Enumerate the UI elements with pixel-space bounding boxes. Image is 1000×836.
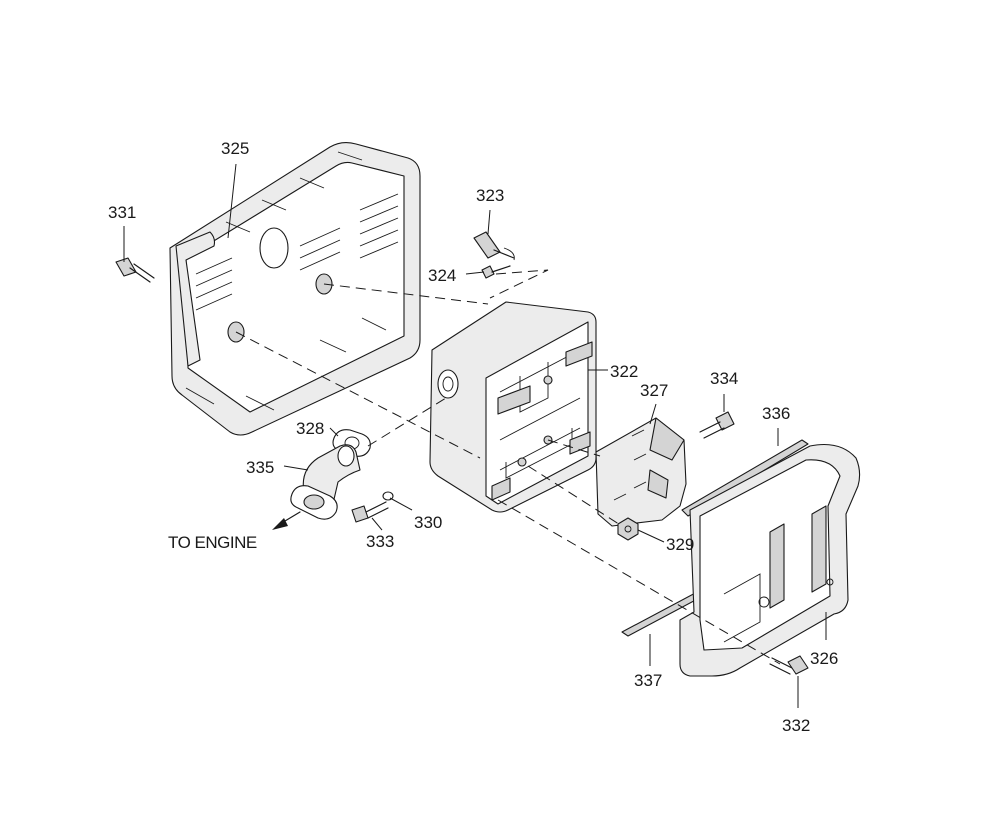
muffler-cover-325 (169, 141, 421, 436)
label-327: 327 (640, 381, 668, 400)
label-330: 330 (414, 513, 442, 532)
label-333: 333 (366, 532, 394, 551)
label-336: 336 (762, 404, 790, 423)
label-324: 324 (428, 266, 456, 285)
leader-lines (123, 163, 827, 708)
bolt-332 (769, 655, 809, 675)
assembly-lines (235, 269, 781, 665)
to-engine-label: TO ENGINE (168, 533, 257, 552)
bracket-327 (595, 417, 687, 527)
label-337: 337 (634, 671, 662, 690)
label-323: 323 (476, 186, 504, 205)
label-335: 335 (246, 458, 274, 477)
bolt-333 (351, 501, 389, 523)
spark-arrester-323 (473, 231, 515, 261)
screw-331 (115, 257, 155, 283)
label-328: 328 (296, 419, 324, 438)
to-engine-arrow (272, 511, 301, 530)
screw-324 (481, 265, 511, 279)
label-326: 326 (810, 649, 838, 668)
exhaust-pipe-335 (290, 444, 361, 520)
label-322: 322 (610, 362, 638, 381)
label-329: 329 (666, 535, 694, 554)
heat-shield-326 (679, 443, 861, 677)
muffler-body-322 (429, 301, 597, 513)
label-325: 325 (221, 139, 249, 158)
label-332: 332 (782, 716, 810, 735)
label-334: 334 (710, 369, 738, 388)
label-331: 331 (108, 203, 136, 222)
bolt-334 (699, 411, 735, 439)
nut-329 (617, 517, 639, 541)
